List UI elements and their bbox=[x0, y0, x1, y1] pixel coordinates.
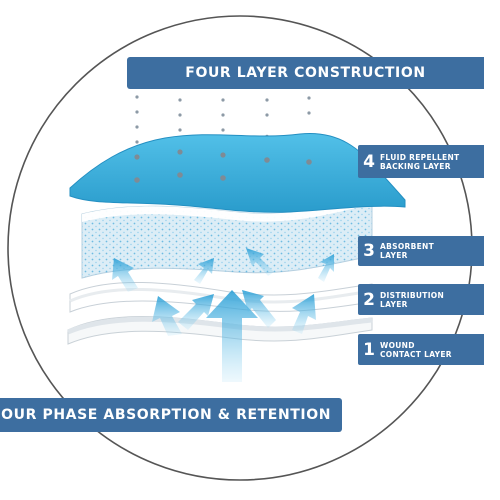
backing-layer bbox=[70, 133, 405, 212]
layer-number: 1 bbox=[358, 340, 380, 360]
bottom-banner-title: FOUR PHASE ABSORPTION & RETENTION bbox=[0, 407, 331, 423]
layer-label-absorbent: 3 ABSORBENT LAYER bbox=[358, 236, 484, 266]
layer-label-text: ABSORBENT LAYER bbox=[380, 242, 434, 260]
layer-label-wound-contact: 1 WOUND CONTACT LAYER bbox=[358, 334, 484, 365]
layer-label-backing: 4 FLUID REPELLENT BACKING LAYER bbox=[358, 145, 484, 178]
top-banner: FOUR LAYER CONSTRUCTION bbox=[127, 57, 484, 89]
layer-number: 3 bbox=[358, 241, 380, 261]
layer-label-distribution: 2 DISTRIBUTION LAYER bbox=[358, 284, 484, 315]
layer-number: 2 bbox=[358, 290, 380, 310]
layer-label-text: DISTRIBUTION LAYER bbox=[380, 291, 444, 309]
layer-number: 4 bbox=[358, 152, 380, 172]
layer-label-text: FLUID REPELLENT BACKING LAYER bbox=[380, 153, 459, 171]
layer-label-text: WOUND CONTACT LAYER bbox=[380, 341, 452, 359]
top-banner-title: FOUR LAYER CONSTRUCTION bbox=[185, 65, 425, 81]
bottom-banner: FOUR PHASE ABSORPTION & RETENTION bbox=[0, 398, 342, 432]
